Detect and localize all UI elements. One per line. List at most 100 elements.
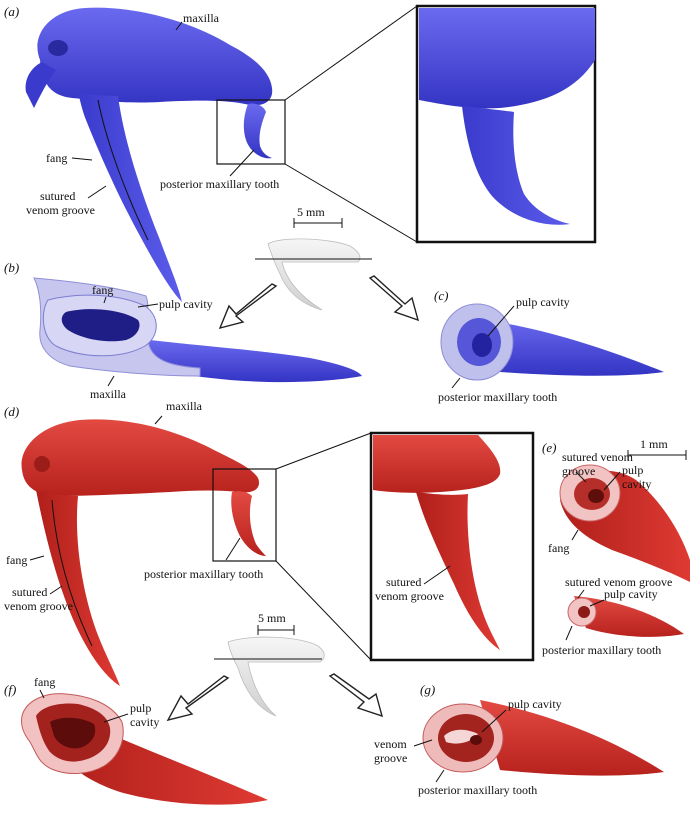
inset-a-tooth: [462, 106, 570, 225]
scalebar-e-label: 1 mm: [640, 437, 668, 451]
label-d-inset-1: sutured: [386, 575, 421, 589]
leader-g-post-tooth: [435, 769, 445, 783]
posterior-tooth-blue: [243, 103, 272, 159]
panel-d: (d) maxilla fang sutured venom groove po…: [4, 399, 535, 686]
zoom-box-a: [216, 99, 286, 165]
g-tooth-body: [480, 700, 664, 776]
e-post-pulp: [578, 606, 590, 618]
panel-d-tag: (d): [4, 404, 19, 419]
arrow-to-g: [328, 673, 384, 718]
g-venom-groove: [444, 729, 478, 744]
b-pulp-cavity: [61, 309, 140, 342]
panel-a: (a) maxilla fang sutured venom groove po…: [4, 4, 597, 302]
label-d-groove-1: sutured: [12, 585, 47, 599]
label-a-groove-1: sutured: [40, 189, 75, 203]
panel-e-tag: (e): [542, 440, 556, 455]
label-g-venom-2: groove: [374, 751, 407, 765]
leader-c-pulp: [487, 305, 515, 337]
label-a-maxilla: maxilla: [183, 11, 220, 25]
leader-d-post-tooth: [225, 537, 241, 561]
label-e-groove2: sutured venom groove: [565, 575, 672, 589]
fang-blue: [78, 92, 182, 302]
g-pulp-cavity: [470, 735, 482, 745]
label-c-pulp: pulp cavity: [516, 295, 570, 309]
leader-d-inset-groove: [423, 565, 451, 585]
label-e-groove-1: sutured venom: [562, 450, 634, 464]
leader-e-post-tooth: [565, 625, 573, 641]
arrow-to-f: [166, 675, 230, 722]
leader-e-groove2: [577, 589, 585, 599]
leader-g-venom: [413, 739, 433, 747]
label-b-maxilla: maxilla: [90, 387, 127, 401]
zoom-box-d: [212, 468, 277, 562]
scalebar-bottom-label: 5 mm: [258, 611, 286, 625]
maxilla-blue: [37, 7, 273, 106]
maxilla-socket: [48, 40, 68, 56]
panel-a-tag: (a): [4, 4, 19, 19]
leader-g-pulp: [481, 709, 507, 733]
arrow-to-b: [218, 283, 278, 330]
label-e-groove-2: groove: [562, 464, 595, 478]
leader-a-groove: [87, 185, 107, 199]
zoom-line-d2: [275, 560, 372, 661]
panel-f: (f) fang pulp cavity: [4, 675, 268, 805]
label-b-pulp: pulp cavity: [159, 297, 213, 311]
leader-a-post-tooth: [229, 149, 255, 177]
label-a-post-tooth: posterior maxillary tooth: [160, 177, 279, 191]
maxilla-red: [21, 419, 260, 496]
leader-e-fang: [571, 529, 579, 541]
leader-c-post-tooth: [451, 377, 461, 389]
arrow-to-c: [368, 275, 420, 322]
leader-b-pulp: [137, 303, 159, 308]
leader-d-maxilla: [154, 415, 163, 425]
inset-d-maxilla: [373, 435, 501, 493]
label-e-pulp-1: pulp: [622, 463, 643, 477]
leader-e-pulp2: [589, 599, 605, 607]
zoom-line-a1: [284, 5, 418, 101]
label-c-post-tooth: posterior maxillary tooth: [438, 390, 557, 404]
inset-a-maxilla: [419, 8, 595, 109]
fang-red: [36, 490, 120, 686]
maxilla-red-socket: [34, 456, 50, 472]
label-b-fang: fang: [92, 283, 113, 297]
label-f-pulp-2: cavity: [130, 715, 159, 729]
leader-f-pulp: [103, 713, 129, 723]
zoom-line-d1: [275, 432, 372, 470]
leader-e-groove: [575, 471, 587, 483]
leader-d-groove: [49, 585, 63, 595]
e-fang-pulp: [588, 489, 604, 503]
label-g-venom-1: venom: [374, 737, 407, 751]
inset-d-tooth: [416, 492, 500, 650]
panel-g: (g) pulp cavity venom groove posterior m…: [374, 682, 664, 797]
panel-f-tag: (f): [4, 682, 16, 697]
fang-groove-line: [97, 99, 149, 241]
leader-e-pulp: [603, 471, 621, 491]
leader-a-fang: [71, 157, 93, 161]
leader-b-maxilla: [107, 375, 115, 387]
panel-b: (b) fang pulp cavity maxilla: [4, 260, 362, 401]
label-d-fang: fang: [6, 553, 27, 567]
scalebar-top-label: 5 mm: [297, 205, 325, 219]
e-post-tooth-body: [574, 596, 684, 637]
label-d-post-tooth: posterior maxillary tooth: [144, 567, 263, 581]
label-e-pulp2: pulp cavity: [604, 587, 658, 601]
f-pulp: [50, 717, 96, 749]
panel-b-tag: (b): [4, 260, 19, 275]
c-tooth-body: [470, 318, 664, 376]
center-bottom: 5 mm: [166, 611, 384, 722]
leader-a-maxilla: [175, 21, 183, 31]
label-g-pulp: pulp cavity: [508, 697, 562, 711]
label-e-post-tooth: posterior maxillary tooth: [542, 643, 661, 657]
label-a-fang: fang: [46, 151, 67, 165]
label-e-pulp-2: cavity: [622, 477, 651, 491]
center-top: 5 mm: [218, 205, 420, 330]
leader-b-fang: [103, 296, 107, 304]
label-f-pulp-1: pulp: [130, 701, 151, 715]
maxilla-front-process: [25, 62, 56, 108]
leader-d-fang: [29, 555, 45, 561]
panel-e: (e) 1 mm sutured venom groove pulp cavit…: [542, 437, 690, 657]
c-pulp-cavity: [472, 333, 492, 357]
label-g-post-tooth: posterior maxillary tooth: [418, 783, 537, 797]
label-a-groove-2: venom groove: [26, 203, 95, 217]
grey-model-top: [267, 238, 361, 311]
